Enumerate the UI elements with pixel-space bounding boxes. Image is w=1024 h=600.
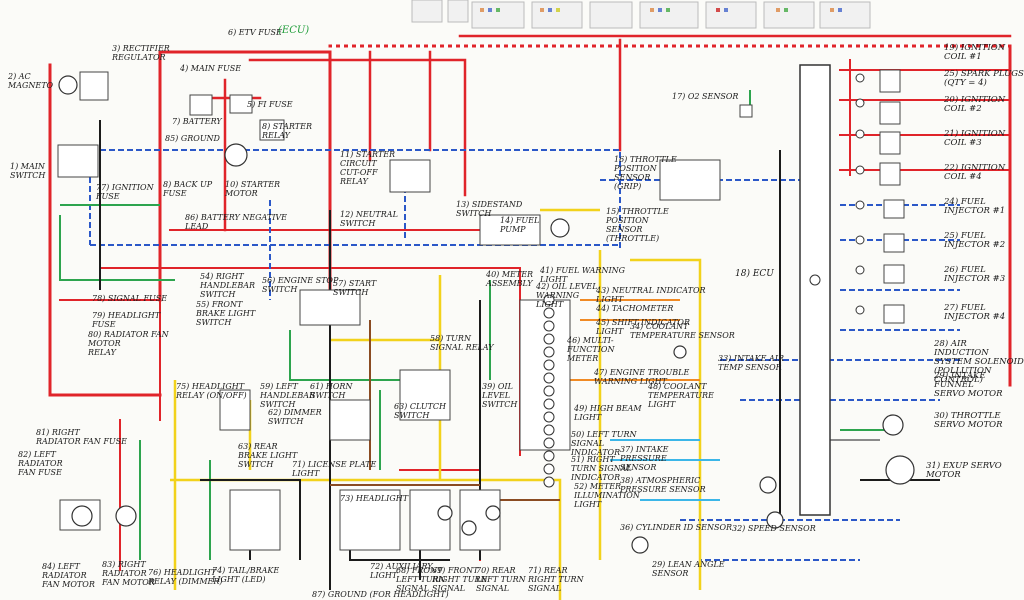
ground-label: 85) GROUND bbox=[165, 134, 220, 143]
dimmer-label: 62) DIMMER SWITCH bbox=[268, 408, 322, 426]
o2-sensor-label: 17) O2 SENSOR bbox=[672, 92, 739, 101]
cutoff-relay-label: 11) STARTER CIRCUIT CUT-OFF RELAY bbox=[340, 150, 396, 186]
intake-air-label: 33) INTAKE AIR TEMP SENSOR bbox=[718, 354, 784, 372]
left-fan-motor-label: 84) LEFT RADIATOR FAN MOTOR bbox=[42, 562, 95, 589]
ground-bottom-label: 87) GROUND (FOR HEADLIGHT) bbox=[312, 590, 449, 599]
headlight-relay-on-label: 75) HEADLIGHT RELAY (ON/OFF) bbox=[176, 382, 247, 400]
radiator-relay-label: 80) RADIATOR FAN MOTOR RELAY bbox=[88, 330, 169, 357]
fuel-warning-label: 41) FUEL WARNING LIGHT bbox=[540, 266, 626, 284]
rectifier-label: 3) RECTIFIER REGULATOR bbox=[112, 44, 170, 62]
left-turn-label: 50) LEFT TURN SIGNAL INDICATOR bbox=[571, 430, 637, 457]
speed-sensor-label: 32) SPEED SENSOR bbox=[732, 524, 816, 533]
multi-function-label: 46) MULTI- FUNCTION METER bbox=[567, 336, 615, 363]
right-fan-label: 81) RIGHT RADIATOR FAN FUSE bbox=[36, 428, 127, 446]
sidestand-label: 13) SIDESTAND SWITCH bbox=[456, 200, 523, 218]
headlight-relay-dim-label: 76) HEADLIGHT RELAY (DIMMER) bbox=[148, 568, 223, 586]
right-label-spark-plugs: 25) SPARK PLUGS (QTY = 4) bbox=[944, 69, 1024, 88]
right-label-fuel-injector-3: 26) FUEL INJECTOR #3 bbox=[944, 265, 1006, 284]
oil-level-label: 42) OIL LEVEL WARNING LIGHT bbox=[536, 282, 598, 309]
left-handlebar-label: 59) LEFT HANDLEBAR SWITCH bbox=[260, 382, 315, 409]
ac-magneto-label: 2) AC MAGNETO bbox=[8, 72, 54, 90]
fuel-pump-label: 14) FUEL PUMP bbox=[500, 216, 540, 234]
main-fuse-label: 4) MAIN FUSE bbox=[180, 64, 242, 73]
tail-light-label: 74) TAIL/BRAKE LIGHT (LED) bbox=[212, 566, 280, 584]
right-label-throttle-servo: 30) THROTTLE SERVO MOTOR bbox=[934, 411, 1003, 430]
atmospheric-label: 38) ATMOSPHERIC PRESSURE SENSOR bbox=[620, 476, 706, 494]
right-label-air-induction: 28) AIR INDUCTION SYSTEM SOLENOID (POLLU… bbox=[934, 339, 1024, 385]
coolant-sensor-top-label: 34) COOLANT TEMPERATURE SENSOR bbox=[630, 322, 735, 340]
battery-label: 7) BATTERY bbox=[172, 117, 222, 126]
clutch-switch-label: 63) CLUTCH SWITCH bbox=[394, 402, 447, 420]
engine-stop-label: 56) ENGINE STOP SWITCH bbox=[262, 276, 339, 294]
rear-brake-label: 63) REAR BRAKE LIGHT SWITCH bbox=[238, 442, 298, 469]
left-fan-fuse-label: 82) LEFT RADIATOR FAN FUSE bbox=[18, 450, 63, 477]
throttle-sensor-b-label: 15) THROTTLE POSITION SENSOR (THROTTLE) bbox=[606, 207, 669, 243]
headlight-fuse-label: 79) HEADLIGHT FUSE bbox=[92, 311, 161, 329]
tachometer-label: 44) TACHOMETER bbox=[596, 304, 674, 313]
meter-assembly-label: 40) METER ASSEMBLY bbox=[486, 270, 534, 288]
right-label-ignition-coil-3: 21) IGNITION COIL #3 bbox=[944, 129, 1006, 148]
main-switch-label: 1) MAIN SWITCH bbox=[10, 162, 46, 180]
license-light-label: 71) LICENSE PLATE LIGHT bbox=[292, 460, 377, 478]
right-label-exup-servo: 31) EXUP SERVO MOTOR bbox=[926, 461, 1002, 480]
right-fan-motor-label: 83) RIGHT RADIATOR FAN MOTOR bbox=[102, 560, 155, 587]
horn-switch-label: 61) HORN SWITCH bbox=[310, 382, 353, 400]
etv-fuse-label: 6) ETV FUSE bbox=[228, 28, 282, 37]
right-label-fuel-injector-1: 24) FUEL INJECTOR #1 bbox=[944, 197, 1006, 216]
meter-light-label: 52) METER ILLUMINATION LIGHT bbox=[574, 482, 640, 509]
right-label-intake-funnel: 29) INTAKE FUNNEL SERVO MOTOR bbox=[934, 371, 1003, 399]
battery-neg-label: 86) BATTERY NEGATIVE LEAD bbox=[185, 213, 288, 231]
starter-motor-label: 10) STARTER MOTOR bbox=[225, 180, 281, 198]
signal-fuse-label: 78) SIGNAL FUSE bbox=[92, 294, 168, 303]
coolant-temp-label: 48) COOLANT TEMPERATURE LIGHT bbox=[648, 382, 714, 409]
neutral-switch-label: 12) NEUTRAL SWITCH bbox=[340, 210, 398, 228]
ignition-fuse-label: 77) IGNITION FUSE bbox=[96, 183, 154, 201]
neutral-light-label: 43) NEUTRAL INDICATOR LIGHT bbox=[596, 286, 706, 304]
start-switch-label: 57) START SWITCH bbox=[333, 279, 377, 297]
high-beam-label: 49) HIGH BEAM LIGHT bbox=[574, 404, 642, 422]
rear-right-turn-label: 71) REAR RIGHT TURN SIGNAL bbox=[528, 566, 584, 593]
backup-fuse-label: 8) BACK UP FUSE bbox=[163, 180, 213, 198]
lean-angle-label: 29) LEAN ANGLE SENSOR bbox=[652, 560, 725, 578]
connector-legend-strip bbox=[411, 0, 871, 29]
headlight-label: 73) HEADLIGHT bbox=[340, 494, 409, 503]
right-label-fuel-injector-2: 25) FUEL INJECTOR #2 bbox=[944, 231, 1006, 250]
oil-level-switch-label: 39) OIL LEVEL SWITCH bbox=[482, 382, 518, 409]
aux-light-label: 72) AUXILIARY LIGHT bbox=[370, 562, 433, 580]
fi-fuse-label: 5) FI FUSE bbox=[247, 100, 293, 109]
right-label-ignition-coil-2: 20) IGNITION COIL #2 bbox=[944, 95, 1006, 114]
intake-pressure-label: 37) INTAKE PRESSURE SENSOR bbox=[620, 445, 669, 472]
right-label-fuel-injector-4: 27) FUEL INJECTOR #4 bbox=[944, 303, 1006, 322]
ecu-block bbox=[799, 64, 831, 516]
throttle-sensor-label: 16) THROTTLE POSITION SENSOR (GRIP) bbox=[614, 155, 677, 191]
ecu-note: (ECU) bbox=[278, 25, 310, 36]
front-brake-label: 55) FRONT BRAKE LIGHT SWITCH bbox=[196, 300, 256, 327]
shift-light-label: 45) SHIFT INDICATOR LIGHT bbox=[596, 318, 691, 336]
right-label-ignition-coil-1: 19) IGNITION COIL #1 bbox=[944, 43, 1006, 62]
right-turn-label: 51) RIGHT TURN SIGNAL INDICATOR bbox=[571, 455, 632, 482]
turn-relay-label: 58) TURN SIGNAL RELAY bbox=[430, 334, 494, 352]
engine-trouble-label: 47) ENGINE TROUBLE WARNING LIGHT bbox=[594, 368, 690, 386]
rear-left-turn-label: 70) REAR LEFT TURN SIGNAL bbox=[476, 566, 526, 593]
right-handlebar-label: 54) RIGHT HANDLEBAR SWITCH bbox=[200, 272, 255, 299]
right-label-ignition-coil-4: 22) IGNITION COIL #4 bbox=[944, 163, 1006, 182]
starter-relay-label: 8) STARTER RELAY bbox=[262, 122, 312, 140]
cylinder-id-label: 36) CYLINDER ID SENSOR bbox=[620, 523, 733, 532]
ecu-label: 18) ECU bbox=[735, 269, 774, 279]
front-right-turn-label: 69) FRONT RIGHT TURN SIGNAL bbox=[432, 566, 488, 593]
front-left-turn-label: 68) FRONT LEFT TURN SIGNAL bbox=[396, 566, 446, 593]
